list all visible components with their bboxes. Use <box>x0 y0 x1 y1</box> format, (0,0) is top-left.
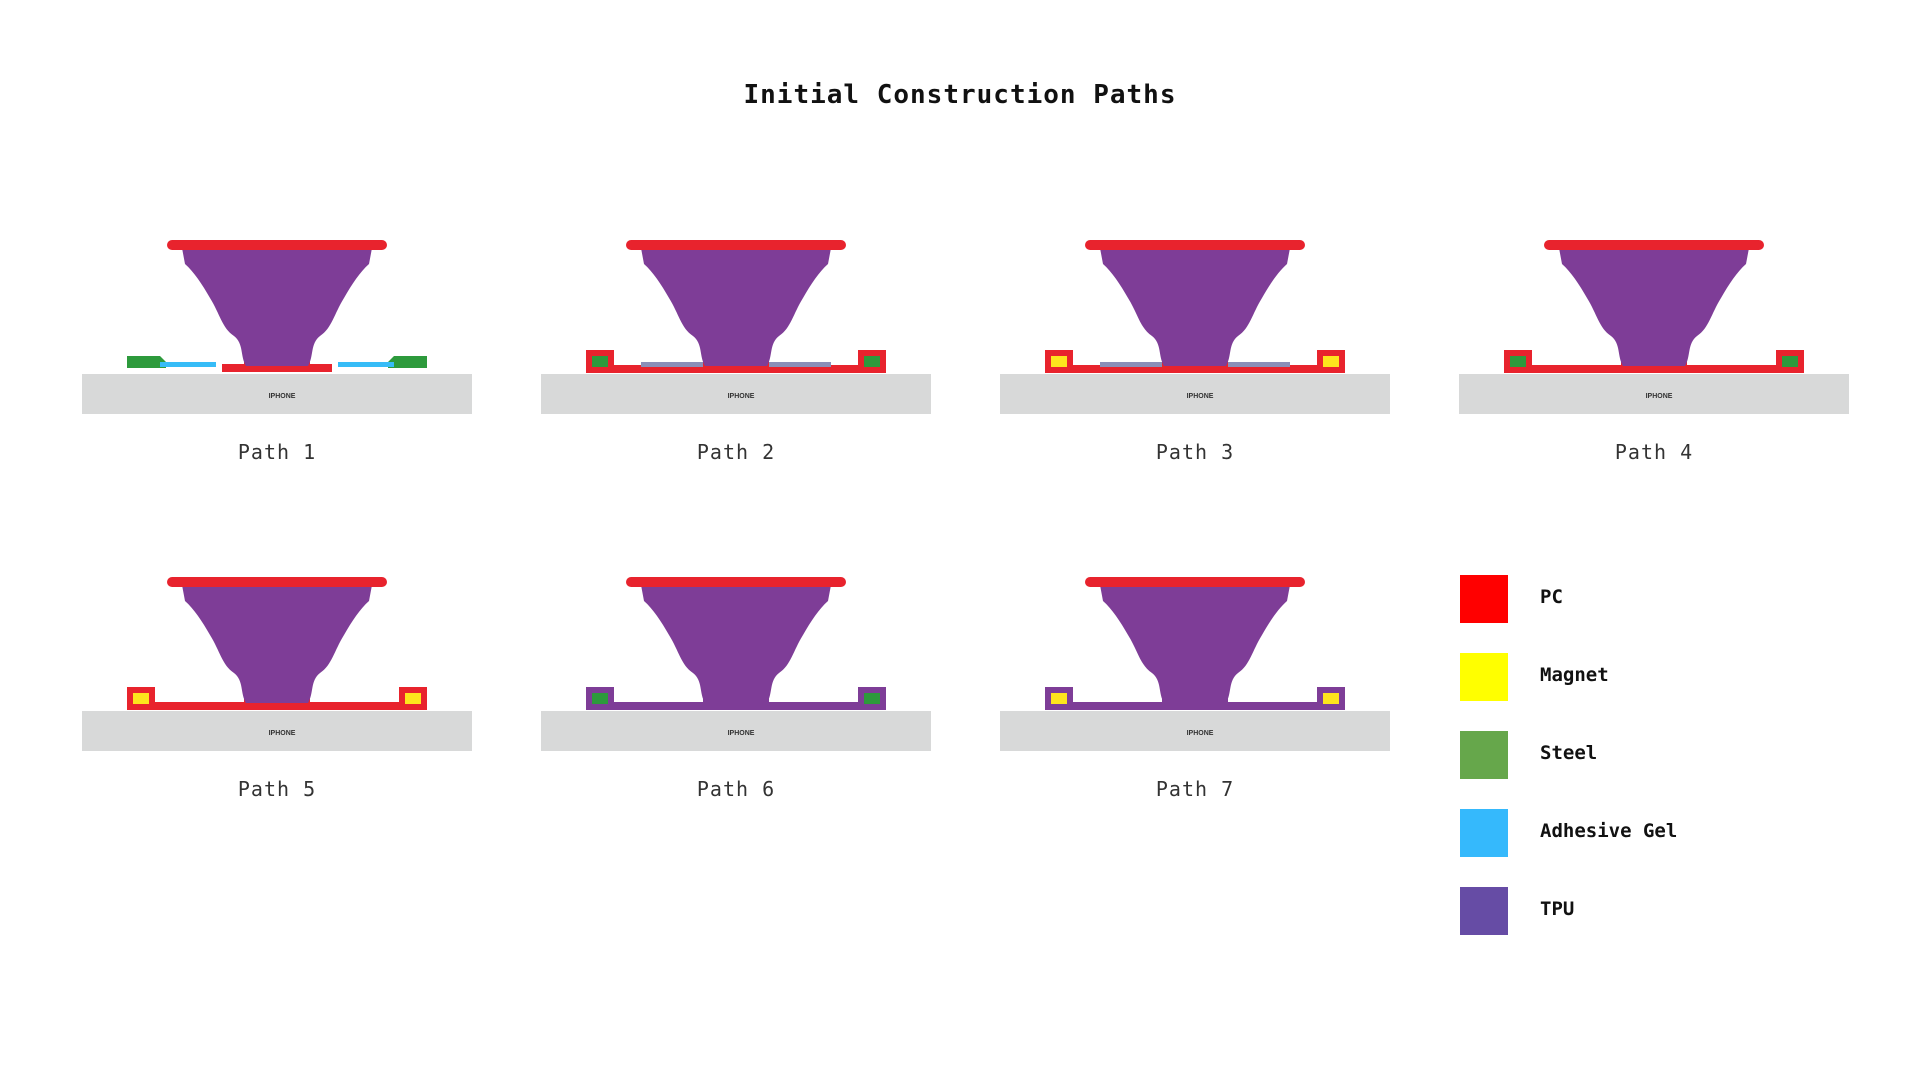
legend-label-tpu: TPU <box>1540 898 1575 920</box>
pc-top-cap <box>167 577 387 587</box>
pc-top-cap <box>167 240 387 250</box>
pc-top-cap <box>1085 240 1305 250</box>
legend-item-pc: PC <box>1460 575 1880 635</box>
insert-left <box>1051 356 1067 367</box>
base-strip <box>1504 365 1804 373</box>
tpu-body <box>1100 585 1290 703</box>
adhesive-gel-swatch <box>1460 809 1508 857</box>
path-3-diagram: IPHONE <box>1000 240 1390 414</box>
steel-swatch <box>1460 731 1508 779</box>
insert-right <box>405 693 421 704</box>
legend-label-pc: PC <box>1540 586 1563 608</box>
legend-item-steel: Steel <box>1460 731 1880 791</box>
legend: PC Magnet Steel Adhesive Gel TPU <box>1460 575 1880 955</box>
adhesive-gel-right <box>338 362 394 367</box>
insert-left <box>592 693 608 704</box>
steel-tab-left <box>127 356 166 368</box>
tpu-body <box>641 585 831 703</box>
pc-top-cap <box>1085 577 1305 587</box>
phone-label: IPHONE <box>1187 730 1214 737</box>
path-1-diagram: IPHONE <box>82 240 472 414</box>
base-strip <box>1045 365 1345 373</box>
legend-item-magnet: Magnet <box>1460 653 1880 713</box>
pc-swatch <box>1460 575 1508 623</box>
insert-left <box>592 356 608 367</box>
path-1-label: Path 1 <box>237 440 317 464</box>
path-7-label: Path 7 <box>1155 777 1235 801</box>
tpu-body <box>182 248 372 366</box>
path-2-label: Path 2 <box>696 440 776 464</box>
insert-right <box>1323 693 1339 704</box>
path-3-label: Path 3 <box>1155 440 1235 464</box>
phone-label: IPHONE <box>1646 393 1673 400</box>
phone-base <box>1459 374 1849 414</box>
insert-left <box>1510 356 1526 367</box>
path-1-panel: IPHONE Path 1 <box>82 238 472 478</box>
legend-label-adhesive-gel: Adhesive Gel <box>1540 820 1678 842</box>
insert-left <box>133 693 149 704</box>
legend-item-adhesive-gel: Adhesive Gel <box>1460 809 1880 869</box>
tpu-body <box>1559 248 1749 366</box>
insert-right <box>1782 356 1798 367</box>
phone-label: IPHONE <box>728 730 755 737</box>
path-3-panel: IPHONE Path 3 <box>1000 238 1390 478</box>
insert-right <box>864 356 880 367</box>
pc-top-cap <box>1544 240 1764 250</box>
steel-tab-right <box>388 356 427 368</box>
tpu-body <box>182 585 372 703</box>
legend-item-tpu: TPU <box>1460 887 1880 947</box>
path-6-panel: IPHONE Path 6 <box>541 575 931 815</box>
path-5-label: Path 5 <box>237 777 317 801</box>
insert-left <box>1051 693 1067 704</box>
path-5-panel: IPHONE Path 5 <box>82 575 472 815</box>
phone-base <box>1000 711 1390 751</box>
pc-top-cap <box>626 577 846 587</box>
phone-label: IPHONE <box>269 393 296 400</box>
tpu-swatch <box>1460 887 1508 935</box>
phone-base <box>82 711 472 751</box>
phone-label: IPHONE <box>269 730 296 737</box>
base-strip <box>1045 702 1345 710</box>
legend-label-steel: Steel <box>1540 742 1598 764</box>
phone-label: IPHONE <box>728 393 755 400</box>
path-4-diagram: IPHONE <box>1459 240 1849 414</box>
insert-right <box>1323 356 1339 367</box>
tpu-body <box>641 248 831 366</box>
phone-label: IPHONE <box>1187 393 1214 400</box>
pc-top-cap <box>626 240 846 250</box>
path-7-diagram: IPHONE <box>1000 577 1390 751</box>
phone-base <box>541 711 931 751</box>
path-6-diagram: IPHONE <box>541 577 931 751</box>
base-strip <box>586 702 886 710</box>
base-strip <box>586 365 886 373</box>
path-4-panel: IPHONE Path 4 <box>1459 238 1849 478</box>
tpu-body <box>1100 248 1290 366</box>
path-5-diagram: IPHONE <box>82 577 472 751</box>
path-7-panel: IPHONE Path 7 <box>1000 575 1390 815</box>
legend-label-magnet: Magnet <box>1540 664 1609 686</box>
base-strip <box>127 702 427 710</box>
path-2-panel: IPHONE Path 2 <box>541 238 931 478</box>
path-2-diagram: IPHONE <box>541 240 931 414</box>
phone-base <box>1000 374 1390 414</box>
page-title: Initial Construction Paths <box>743 80 1177 110</box>
phone-base <box>82 374 472 414</box>
path-4-label: Path 4 <box>1614 440 1694 464</box>
magnet-swatch <box>1460 653 1508 701</box>
adhesive-gel-left <box>160 362 216 367</box>
insert-right <box>864 693 880 704</box>
path-6-label: Path 6 <box>696 777 776 801</box>
phone-base <box>541 374 931 414</box>
